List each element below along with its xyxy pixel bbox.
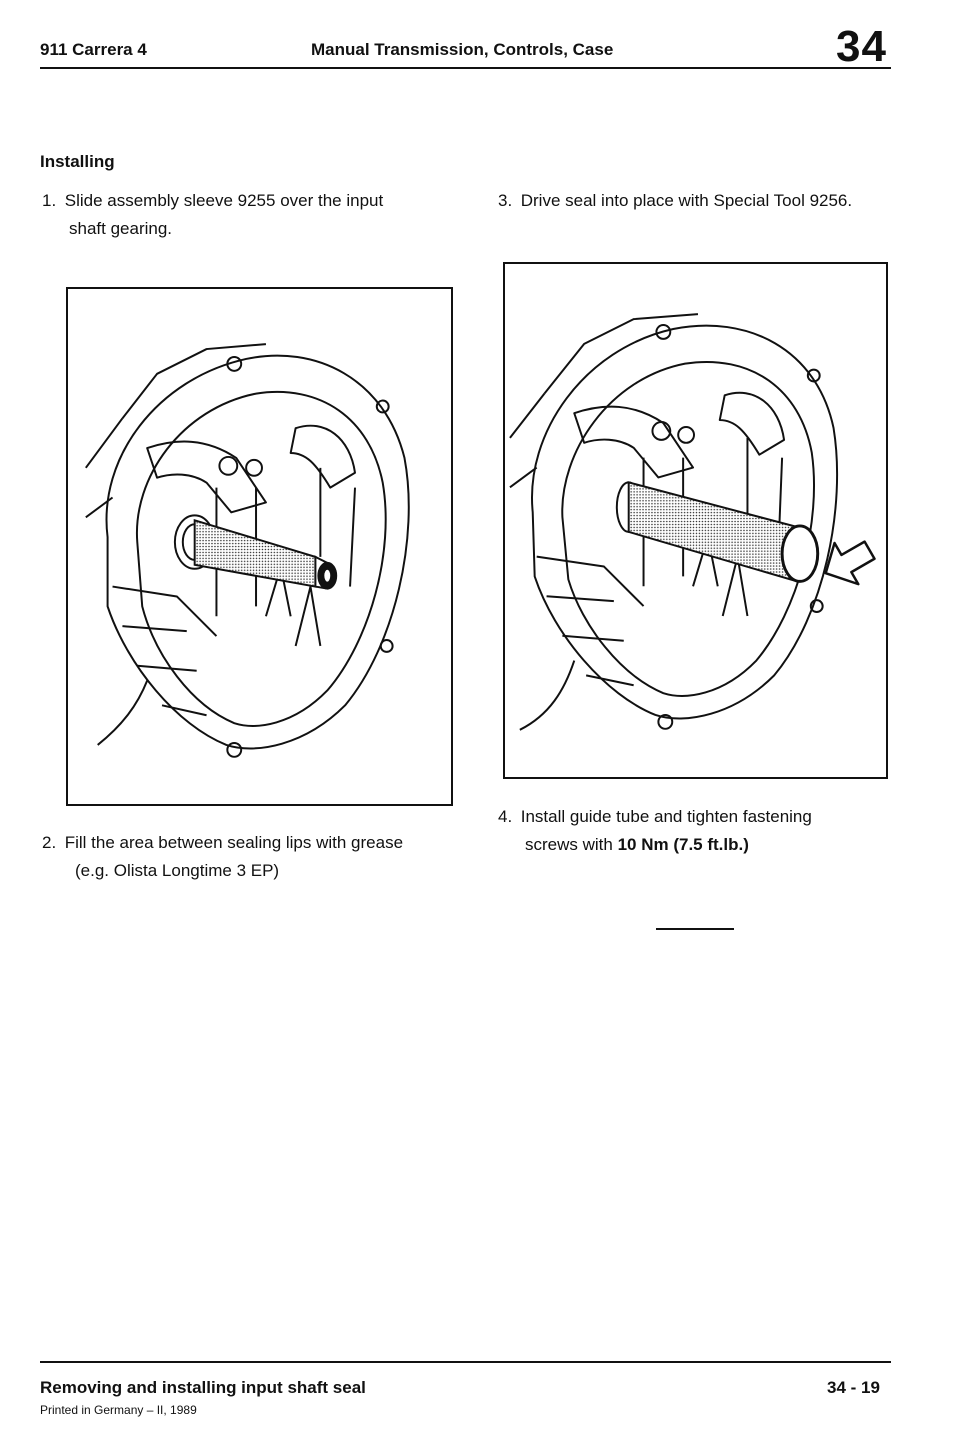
arrow-icon	[824, 540, 876, 586]
step-4-number: 4.	[498, 807, 513, 826]
bellhousing-tool-illustration	[509, 313, 876, 731]
footer-rule	[40, 1361, 891, 1363]
step-1-line1: Slide assembly sleeve 9255 over the inpu…	[64, 191, 384, 210]
step-2-line2: (e.g. Olista Longtime 3 EP)	[75, 861, 280, 880]
step-1: 1. Slide assembly sleeve 9255 over the i…	[42, 187, 472, 243]
step-4-line2: screws with 10 Nm (7.5 ft.lb.)	[498, 831, 898, 859]
header-rule	[40, 67, 891, 69]
torque-value: 10 Nm (7.5 ft.lb.)	[617, 835, 749, 854]
group-number: 34	[836, 22, 887, 71]
header-title: Manual Transmission, Controls, Case	[311, 40, 614, 59]
figure-assembly-sleeve	[66, 287, 453, 806]
section-heading: Installing	[40, 152, 115, 171]
step-3-number: 3.	[498, 191, 513, 210]
printed-note: Printed in Germany – II, 1989	[40, 1403, 197, 1417]
step-2-line1: Fill the area between sealing lips with …	[64, 833, 404, 852]
step-2-number: 2.	[42, 833, 57, 852]
step-1-line2: shaft gearing.	[69, 219, 173, 238]
step-4-line2-prefix: screws with	[525, 835, 618, 854]
header-model: 911 Carrera 4	[40, 40, 147, 59]
step-2: 2. Fill the area between sealing lips wi…	[42, 829, 475, 885]
figure-special-tool	[503, 262, 888, 779]
step-3-line1: Drive seal into place with Special Tool …	[520, 191, 853, 210]
bellhousing-sleeve-illustration	[85, 343, 410, 758]
end-rule	[656, 928, 734, 930]
step-3: 3. Drive seal into place with Special To…	[498, 187, 918, 215]
footer-title: Removing and installing input shaft seal	[40, 1378, 366, 1397]
step-4: 4. Install guide tube and tighten fasten…	[498, 803, 898, 859]
step-1-number: 1.	[42, 191, 57, 210]
step-4-line1: Install guide tube and tighten fastening	[520, 807, 812, 826]
page-number: 34 - 19	[827, 1378, 880, 1397]
